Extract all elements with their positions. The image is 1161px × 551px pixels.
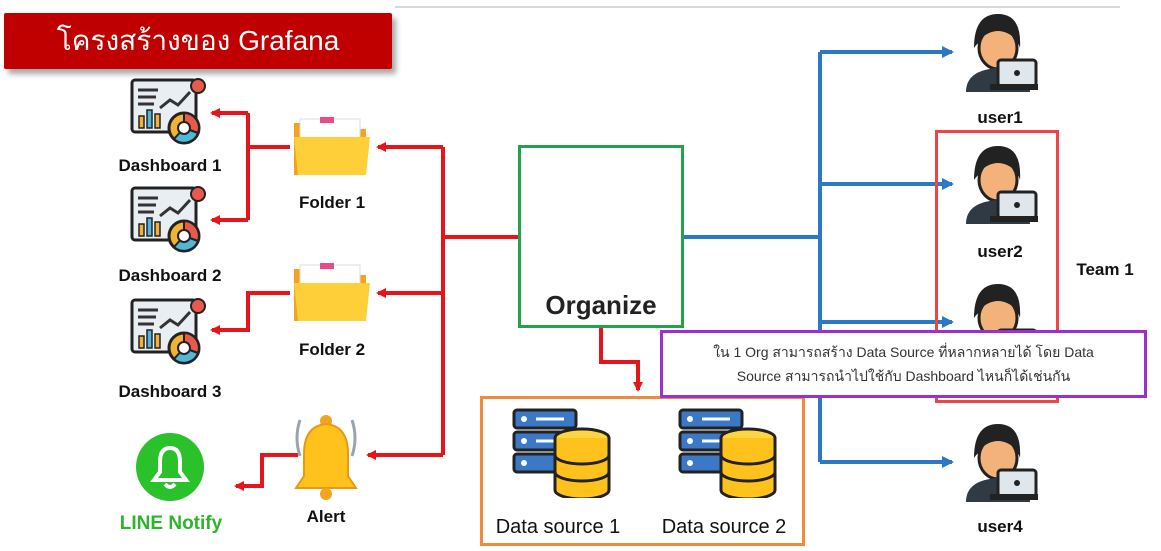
top-rule: [395, 6, 1120, 8]
title-banner: โครงสร้างของ Grafana: [4, 13, 392, 69]
organize-box: [518, 145, 684, 328]
team-box: [935, 130, 1059, 403]
bell-icon: [294, 415, 358, 500]
dashboard-label: Dashboard 2: [118, 266, 222, 285]
dashboard-label: Dashboard 1: [118, 156, 222, 175]
datasource-group-box: [480, 396, 805, 546]
user-icon: [964, 12, 1040, 92]
arrow-to-line-notify: [234, 453, 298, 491]
datasource-label: Data source 1: [495, 516, 621, 538]
arrow-to-datasources: [599, 328, 643, 392]
user-icon: [964, 422, 1040, 502]
folder-label: Folder 1: [298, 193, 366, 212]
folder-label: Folder 2: [298, 340, 366, 359]
arrow-to-dashboard3: [210, 291, 290, 335]
user-label: user1: [977, 108, 1023, 127]
team-label: Team 1: [1076, 260, 1134, 279]
user-label: user4: [977, 517, 1023, 536]
line-notify-label: LINE Notify: [119, 513, 223, 534]
user-label: user2: [977, 242, 1023, 261]
note-line-1: ใน 1 Org สามารถสร้าง Data Source ที่หลาก…: [713, 344, 1094, 360]
folder-icon: [293, 262, 371, 322]
dashboard-icon: [130, 78, 207, 145]
dashboard-icon: [130, 298, 207, 365]
folder-icon: [293, 116, 371, 176]
note-line-2: Source สามารถนำไปใช้กับ Dashboard ไหนก็ไ…: [736, 368, 1071, 384]
note-callout: ใน 1 Org สามารถสร้าง Data Source ที่หลาก…: [660, 330, 1147, 398]
datasource-label: Data source 2: [661, 516, 787, 538]
dashboard-label: Dashboard 3: [118, 382, 222, 401]
line-logo-icon: [136, 433, 204, 501]
organize-label: Organize: [545, 290, 657, 320]
red-connectors: [210, 108, 643, 491]
alert-label: Alert: [306, 507, 346, 526]
dashboard-icon: [130, 186, 207, 253]
